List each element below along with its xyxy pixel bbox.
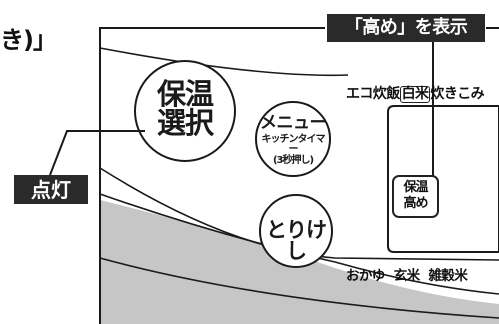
- menu-button-ring: [255, 101, 331, 177]
- hoon-select-button[interactable]: 保温 選択: [145, 80, 225, 138]
- mode-okayu: おかゆ: [346, 268, 385, 284]
- hoon-button-line1: 保温: [156, 77, 214, 111]
- menu-button-timer-label: キッチンタイマー: [261, 134, 326, 155]
- panel-inner-curve-1: [99, 47, 349, 77]
- mode-white-rice: 白米: [399, 86, 431, 103]
- menu-button[interactable]: メニュー キッチンタイマー (3秒押し): [258, 115, 328, 166]
- mode-eco: エコ炊飯: [346, 86, 400, 102]
- cut-off-caption-text: き)」: [0, 26, 57, 54]
- panel-top-edge: [99, 27, 325, 324]
- mode-genmai: 玄米: [393, 268, 420, 284]
- leader-line-left: [49, 130, 145, 176]
- menu-button-label: メニュー: [260, 113, 327, 133]
- display-high-label: 「高め」を表示: [327, 14, 485, 42]
- panel-outer-curve: [99, 257, 499, 319]
- hoon-high-indicator: 保温 高め: [392, 175, 439, 218]
- cancel-button-ring: [259, 194, 333, 268]
- mode-zakkokumai: 雑穀米: [428, 268, 468, 284]
- hoon-button-ring: [134, 60, 236, 162]
- lit-label: 点灯: [14, 175, 88, 204]
- mode-takikomi: 炊きこみ: [430, 86, 485, 102]
- panel-inner-curve-3: [99, 193, 499, 295]
- indicator-line2: 高め: [403, 196, 428, 211]
- display-bottom-row: おかゆ玄米雑穀米: [346, 264, 476, 284]
- cancel-button-label: とりけし: [266, 218, 327, 263]
- indicator-line1: 保温: [403, 180, 428, 195]
- hoon-button-line2: 選択: [156, 106, 214, 140]
- display-top-row: エコ炊飯白米炊きこみ: [346, 83, 485, 103]
- menu-button-hold-label: (3秒押し): [272, 155, 314, 166]
- cancel-button[interactable]: とりけし: [260, 220, 332, 262]
